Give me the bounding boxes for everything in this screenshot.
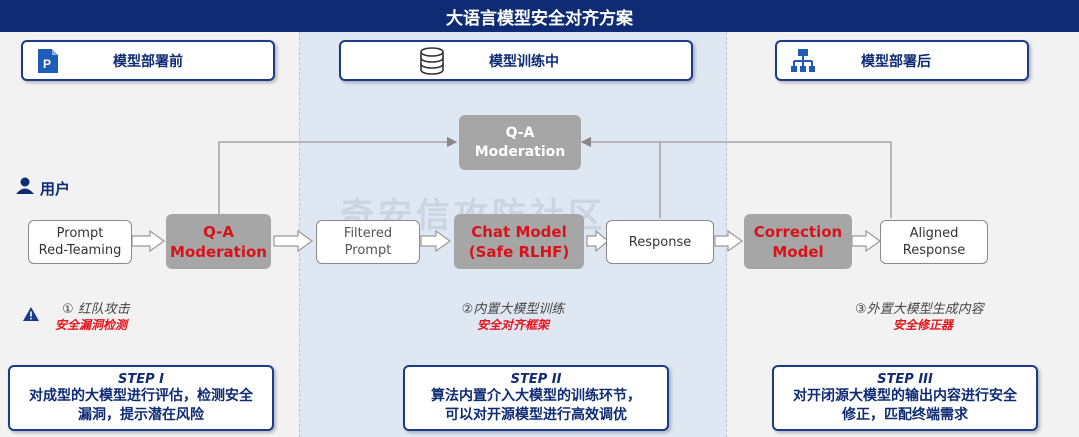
note-1-title: ① 红队攻击 bbox=[62, 302, 130, 317]
chat-model-box: Chat Model (Safe RLHF) bbox=[454, 214, 584, 269]
step-1-box: STEP I 对成型的大模型进行评估，检测安全 漏洞，提示潜在风险 bbox=[8, 365, 274, 431]
phase-after-label: 模型部署后 bbox=[861, 53, 931, 70]
database-icon bbox=[419, 47, 445, 79]
step-2-text: 算法内置介入大模型的训练环节， 可以对开源模型进行高效调优 bbox=[431, 388, 641, 423]
user-label: 用户 bbox=[40, 179, 71, 198]
user-label-group: 用户 bbox=[14, 177, 70, 199]
step-3-label: STEP III bbox=[877, 372, 933, 387]
phase-before-header: P 模型部署前 bbox=[21, 40, 275, 81]
qa-moderation-top-box: Q-A Moderation bbox=[459, 115, 581, 170]
response-box: Response bbox=[606, 220, 714, 264]
note-1-subtitle: 安全漏洞检测 bbox=[55, 318, 128, 332]
warning-icon bbox=[22, 306, 40, 326]
step-3-box: STEP III 对开闭源大模型的输出内容进行安全 修正，匹配终端需求 bbox=[772, 365, 1038, 431]
step-3-text: 对开闭源大模型的输出内容进行安全 修正，匹配终端需求 bbox=[793, 388, 1017, 423]
note-3-subtitle: 安全修正器 bbox=[893, 318, 954, 332]
step-1-label: STEP I bbox=[117, 372, 164, 387]
step-2-label: STEP II bbox=[510, 372, 562, 387]
document-icon: P bbox=[37, 48, 59, 78]
qa-moderation-box: Q-A Moderation bbox=[166, 214, 271, 269]
page-title: 大语言模型安全对齐方案 bbox=[0, 0, 1079, 32]
correction-model-box: Correction Model bbox=[744, 214, 852, 269]
step-2-box: STEP II 算法内置介入大模型的训练环节， 可以对开源模型进行高效调优 bbox=[403, 365, 669, 431]
svg-text:P: P bbox=[43, 57, 51, 71]
org-chart-icon bbox=[791, 48, 815, 78]
user-icon bbox=[14, 177, 36, 199]
phase-before-label: 模型部署前 bbox=[113, 53, 183, 70]
aligned-response-box: Aligned Response bbox=[880, 220, 988, 264]
filtered-prompt-box: Filtered Prompt bbox=[316, 220, 420, 264]
note-2-title: ②内置大模型训练 bbox=[461, 302, 565, 317]
phase-after-header: 模型部署后 bbox=[775, 40, 1029, 81]
prompt-red-teaming-box: Prompt Red-Teaming bbox=[28, 220, 132, 264]
phase-during-header: 模型训练中 bbox=[339, 40, 693, 81]
note-2-subtitle: 安全对齐框架 bbox=[476, 318, 549, 332]
step-1-text: 对成型的大模型进行评估，检测安全 漏洞，提示潜在风险 bbox=[29, 388, 253, 423]
note-3-title: ③外置大模型生成内容 bbox=[855, 302, 984, 317]
phase-during-label: 模型训练中 bbox=[489, 53, 559, 70]
